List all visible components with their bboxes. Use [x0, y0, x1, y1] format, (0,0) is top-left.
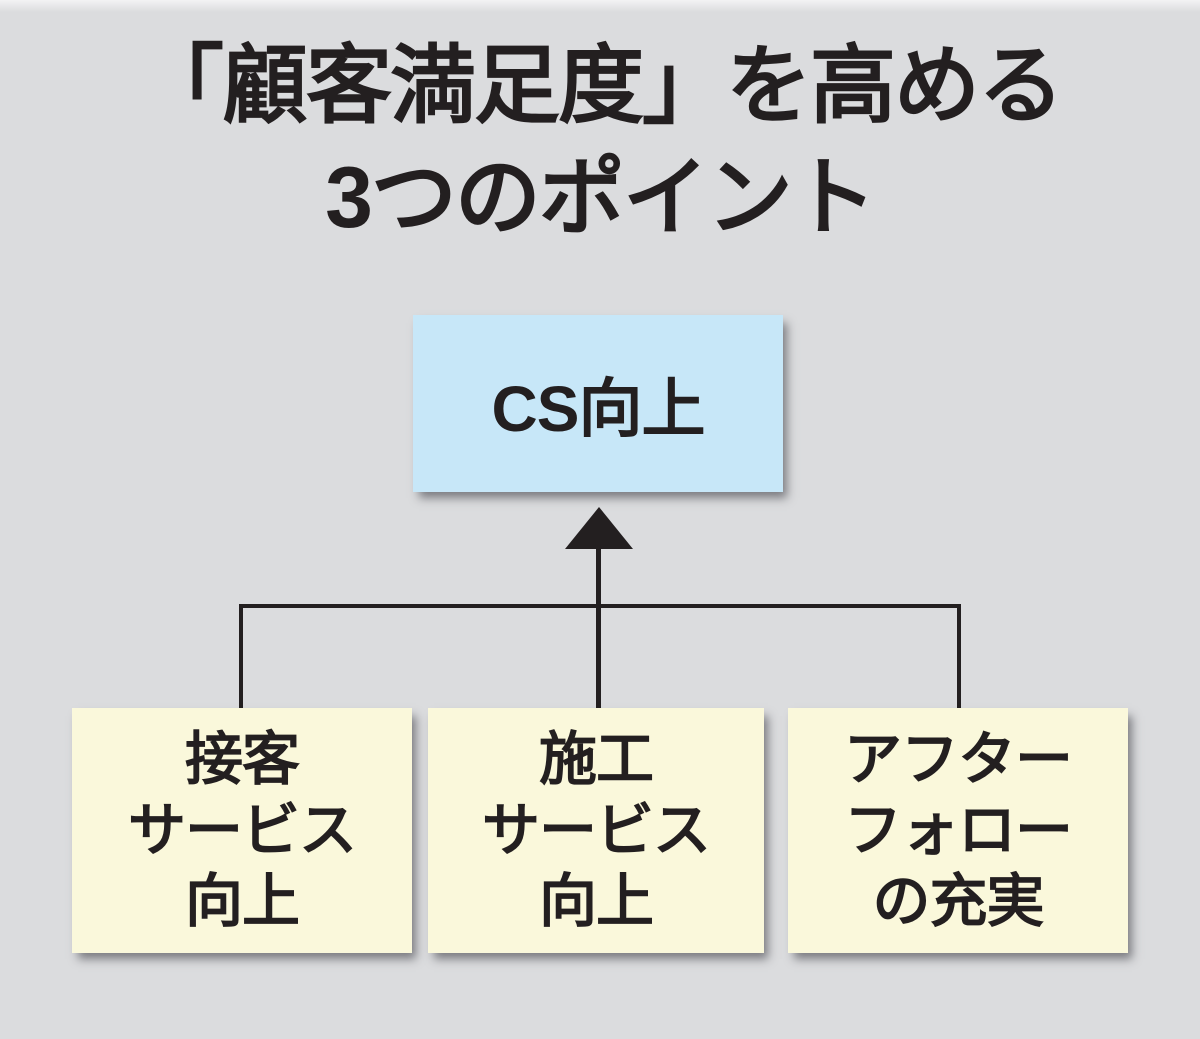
factor-box-line: 施工 [538, 727, 654, 792]
factor-box-after-follow: アフター フォロー の充実 [788, 708, 1128, 953]
factor-box-line: 向上 [184, 869, 300, 934]
cs-improvement-label: CS向上 [491, 372, 706, 445]
factor-box-line: フォロー [843, 798, 1073, 863]
arrow-stem-line [596, 546, 601, 608]
connector-right-drop-line [957, 604, 961, 710]
factor-box-line: 接客 [184, 727, 300, 792]
connector-center-drop-line [596, 604, 601, 710]
cs-improvement-box: CS向上 [413, 315, 783, 492]
factor-box-line: サービス [127, 798, 357, 863]
factor-box-line: アフター [843, 727, 1073, 792]
factor-box-service: 接客 サービス 向上 [72, 708, 412, 953]
title-line-1: 「顧客満足度」を高める [138, 38, 1064, 134]
factor-box-line: 向上 [538, 869, 654, 934]
connector-left-drop-line [239, 604, 243, 710]
factor-box-line: サービス [481, 798, 711, 863]
factor-box-line: の充実 [872, 869, 1044, 934]
page-title: 「顧客満足度」を高める 3つのポイント [0, 30, 1200, 254]
factor-box-construction: 施工 サービス 向上 [428, 708, 764, 953]
title-line-2: 3つのポイント [325, 150, 877, 246]
arrow-up-icon [565, 507, 633, 549]
